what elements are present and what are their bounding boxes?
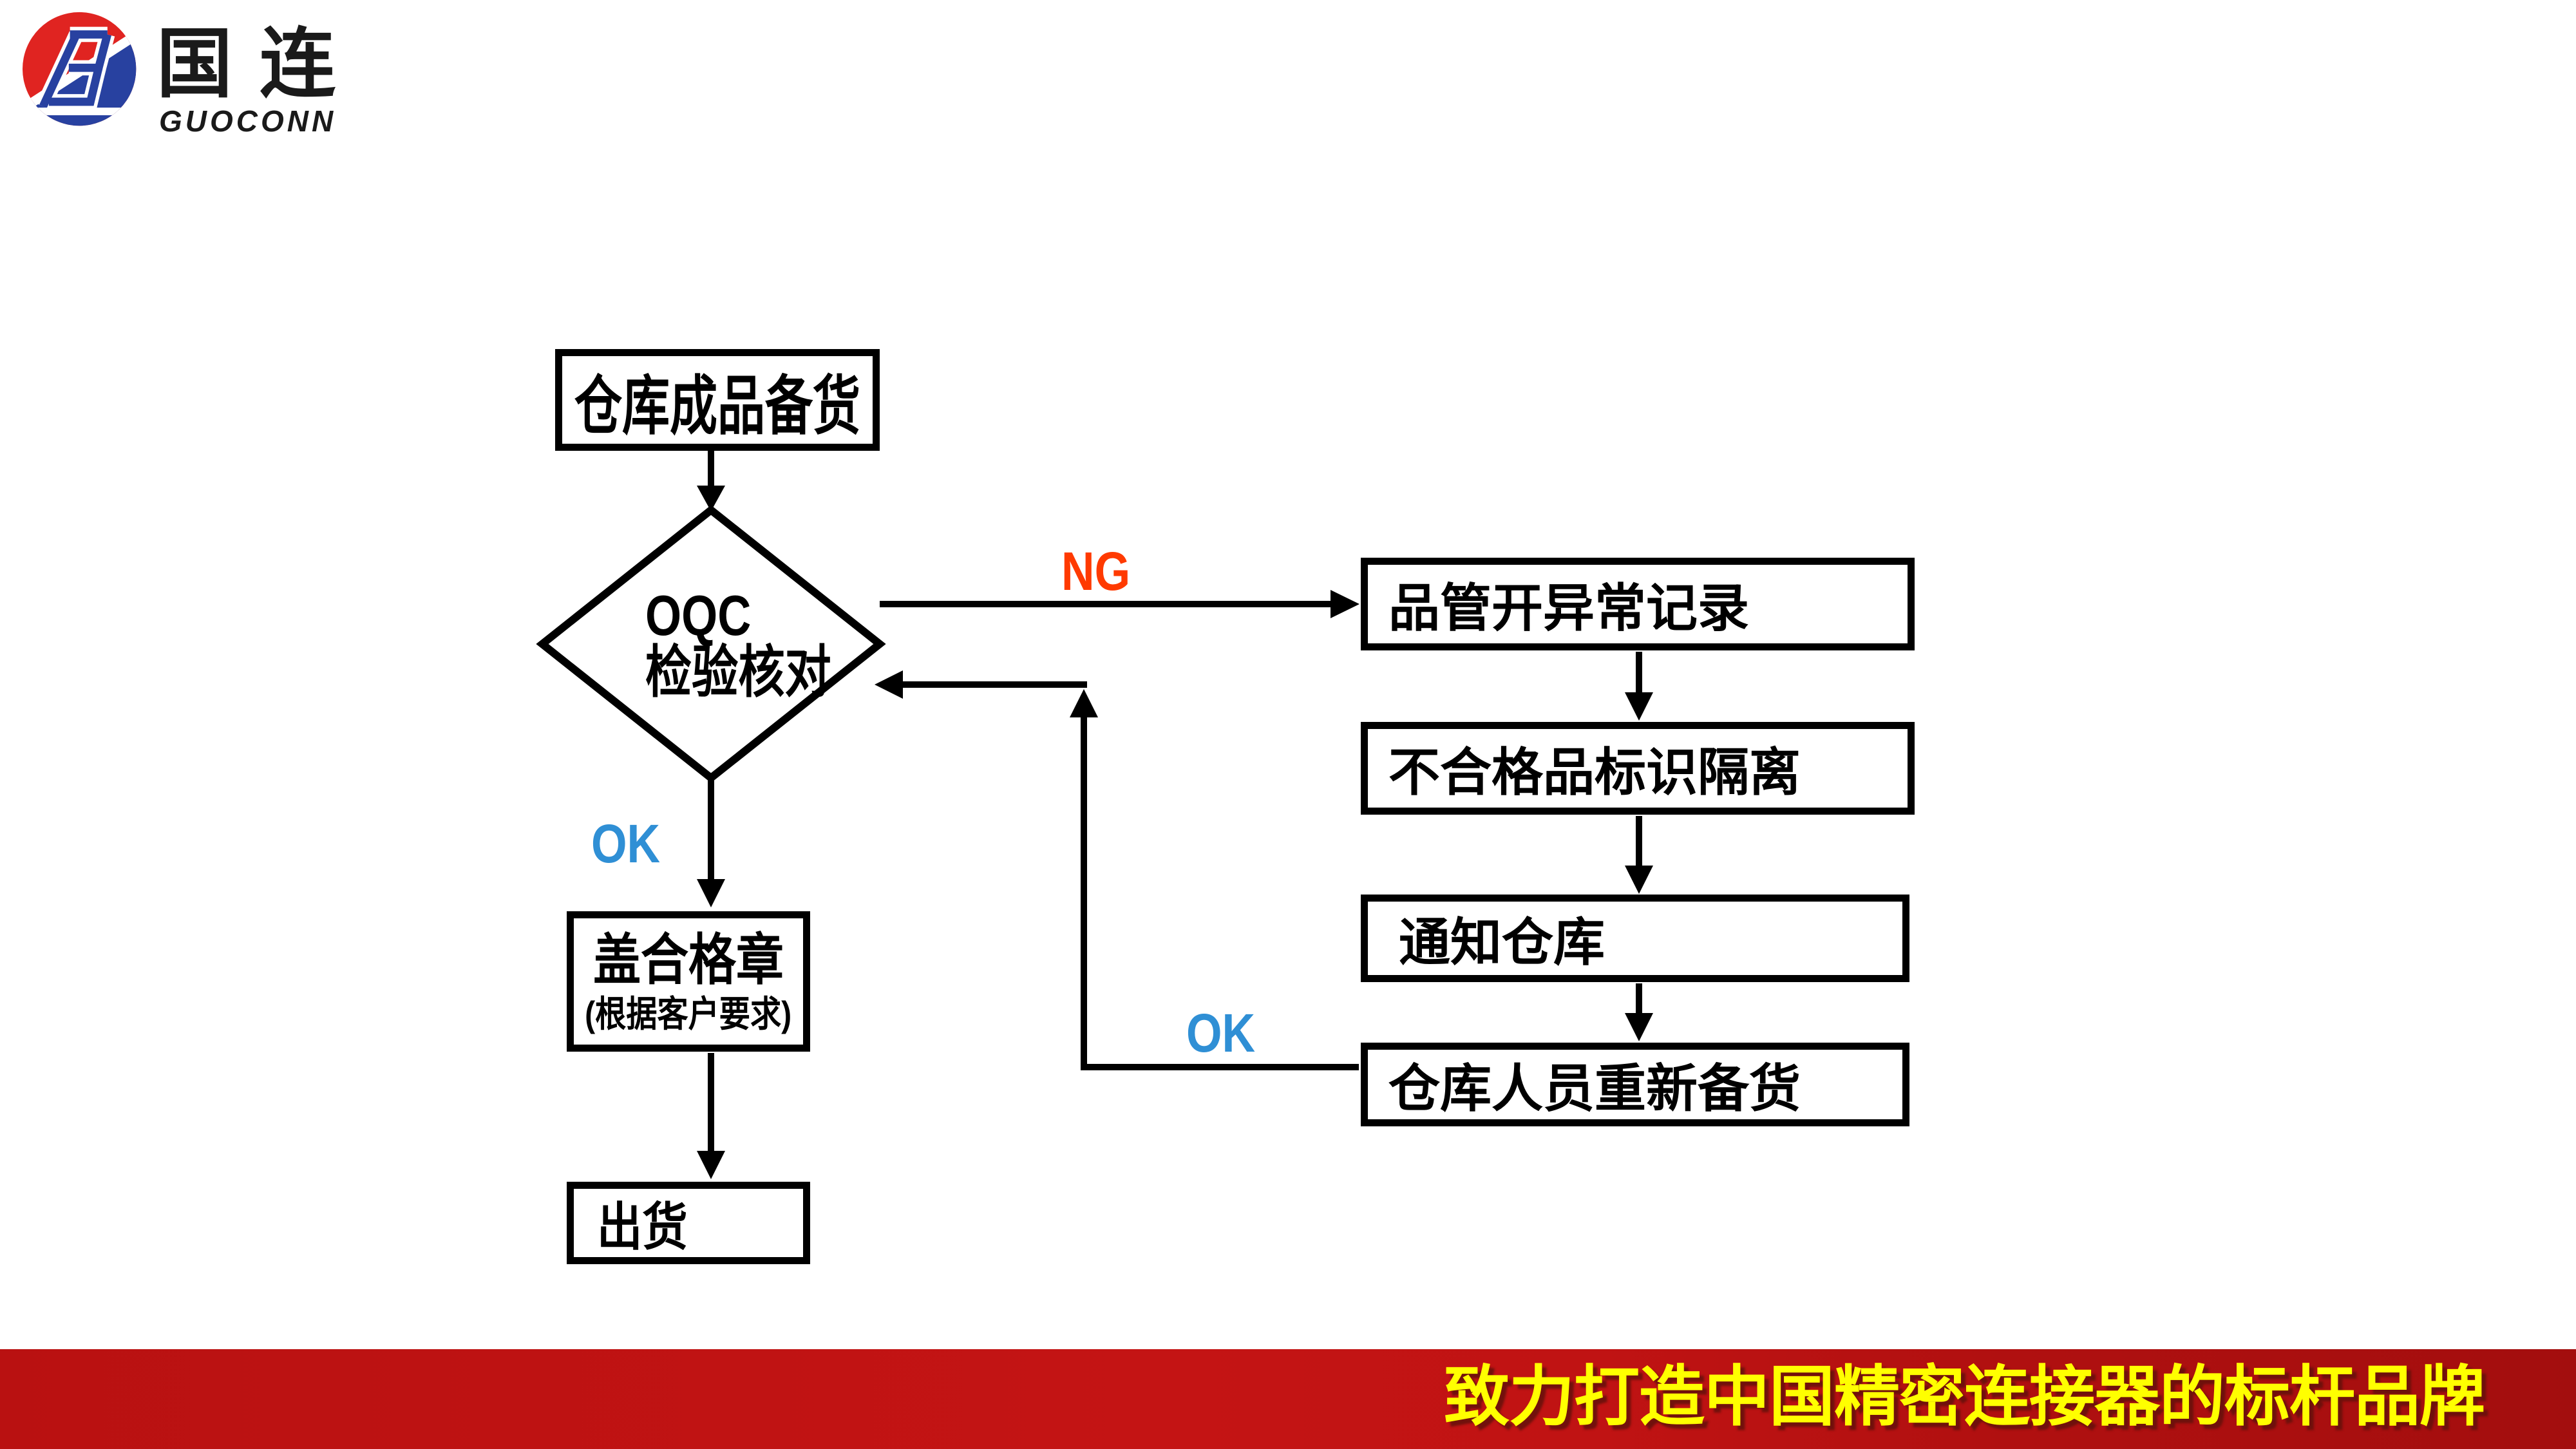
process-box-qc-abnormal-record: 品管开异常记录 (1361, 558, 1915, 650)
decision-diamond-label: OQC 检验核对 (645, 587, 872, 701)
process-box-label: 仓库人员重新备货 (1388, 1060, 1801, 1117)
process-box-label: 不合格品标识隔离 (1388, 744, 1801, 801)
decision-label-line2: 检验核对 (645, 640, 831, 704)
process-box-shipment: 出货 (567, 1182, 810, 1264)
logo-company-name-cjk: 国连 (156, 22, 363, 107)
process-box-notify-warehouse: 通知仓库 (1361, 895, 1909, 982)
stamp-box-title: 盖合格章 (593, 929, 784, 991)
arrow-notify-to-restock (1625, 983, 1653, 1041)
footer-slogan: 致力打造中国精密连接器的标杆品牌 (1444, 1360, 2485, 1434)
process-box-warehouse-stocking: 仓库成品备货 (555, 349, 880, 451)
footer-banner: 致力打造中国精密连接器的标杆品牌 (0, 1349, 2576, 1449)
arrow-ok-to-stamp (697, 778, 725, 907)
process-box-label: 出货 (597, 1198, 688, 1256)
arrow-restock-return-to-decision (875, 670, 1359, 1070)
process-box-label: 品管开异常记录 (1388, 580, 1749, 637)
process-box-label: 通知仓库 (1399, 914, 1605, 971)
process-box-nonconforming-isolation: 不合格品标识隔离 (1361, 722, 1915, 815)
decision-diamond (536, 505, 886, 783)
decision-label-line1: OQC (645, 583, 752, 647)
process-box-warehouse-restock: 仓库人员重新备货 (1361, 1043, 1909, 1126)
branch-label-ok-pass: OK (591, 813, 661, 874)
arrow-ng-to-qc-record (880, 590, 1359, 618)
arrow-isolation-to-notify (1625, 816, 1653, 894)
arrow-stamp-to-ship (697, 1053, 725, 1179)
branch-label-ok-return: OK (1186, 1003, 1256, 1063)
process-box-label: 仓库成品备货 (574, 370, 860, 442)
process-box-stamp-qualified-seal: 盖合格章 (根据客户要求) (567, 911, 810, 1052)
arrow-start-to-decision (697, 451, 725, 511)
guoconn-logo-icon (23, 12, 137, 126)
arrow-qc-record-to-isolation (1625, 652, 1653, 721)
branch-label-ng: NG (1061, 541, 1131, 601)
logo: 国连 GUOCONN (16, 6, 338, 142)
stamp-box-subtitle: (根据客户要求) (585, 994, 792, 1034)
logo-company-name-latin: GUOCONN (159, 104, 337, 138)
